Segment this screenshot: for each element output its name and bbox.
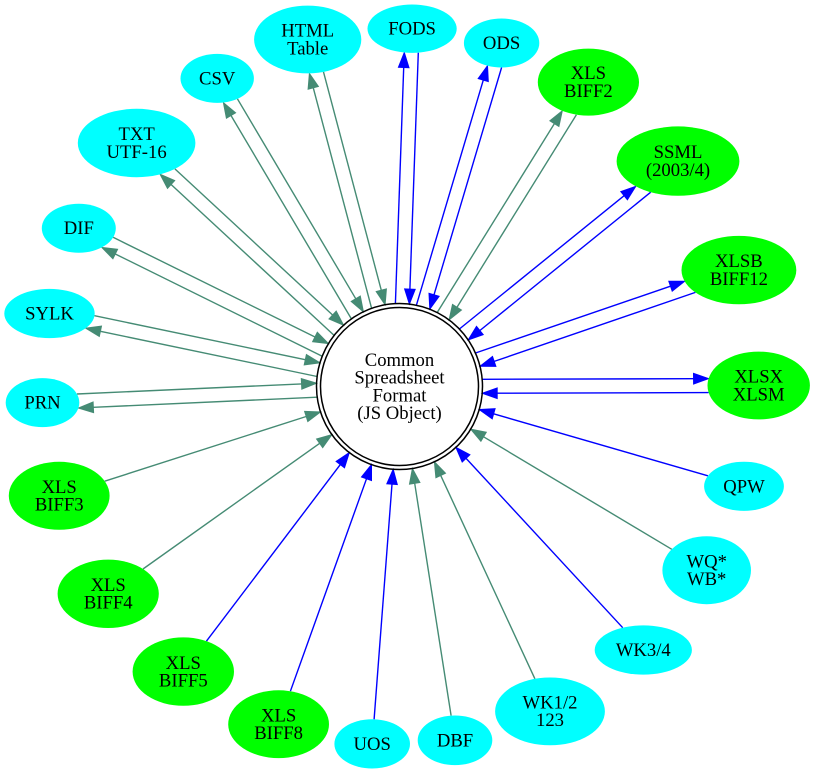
svg-text:Common: Common [365, 350, 435, 371]
svg-text:(JS Object): (JS Object) [357, 403, 441, 424]
svg-text:BIFF4: BIFF4 [84, 593, 133, 614]
svg-text:(2003/4): (2003/4) [646, 160, 710, 181]
svg-text:Format: Format [373, 385, 428, 406]
svg-text:BIFF3: BIFF3 [35, 495, 84, 516]
svg-text:WQ*: WQ* [686, 551, 726, 572]
svg-text:XLSX: XLSX [734, 367, 783, 388]
svg-text:WB*: WB* [687, 569, 726, 590]
svg-text:123: 123 [536, 710, 564, 731]
svg-text:XLS: XLS [42, 477, 77, 498]
svg-text:HTML: HTML [281, 21, 334, 42]
svg-text:WK1/2: WK1/2 [523, 693, 578, 714]
svg-text:XLS: XLS [571, 63, 606, 84]
svg-text:CSV: CSV [199, 68, 236, 89]
svg-text:XLSM: XLSM [733, 384, 785, 405]
svg-text:BIFF5: BIFF5 [159, 671, 208, 692]
svg-text:BIFF12: BIFF12 [710, 269, 768, 290]
svg-text:XLS: XLS [261, 705, 296, 726]
svg-text:BIFF2: BIFF2 [564, 81, 613, 102]
svg-text:ODS: ODS [483, 33, 520, 54]
svg-text:TXT: TXT [118, 124, 155, 145]
svg-text:PRN: PRN [24, 393, 61, 414]
svg-text:DIF: DIF [64, 218, 94, 239]
svg-text:BIFF8: BIFF8 [254, 723, 303, 744]
svg-text:UOS: UOS [354, 734, 391, 755]
svg-text:SSML: SSML [654, 142, 703, 163]
svg-text:DBF: DBF [437, 730, 473, 751]
svg-text:QPW: QPW [723, 476, 765, 497]
svg-text:XLS: XLS [166, 653, 201, 674]
svg-text:SYLK: SYLK [25, 304, 74, 325]
svg-text:UTF-16: UTF-16 [107, 142, 167, 163]
svg-text:Table: Table [287, 38, 328, 59]
svg-text:WK3/4: WK3/4 [616, 640, 672, 661]
svg-text:XLSB: XLSB [715, 251, 763, 272]
svg-text:FODS: FODS [388, 19, 436, 40]
svg-text:XLS: XLS [91, 575, 126, 596]
svg-text:Spreadsheet: Spreadsheet [354, 368, 445, 389]
